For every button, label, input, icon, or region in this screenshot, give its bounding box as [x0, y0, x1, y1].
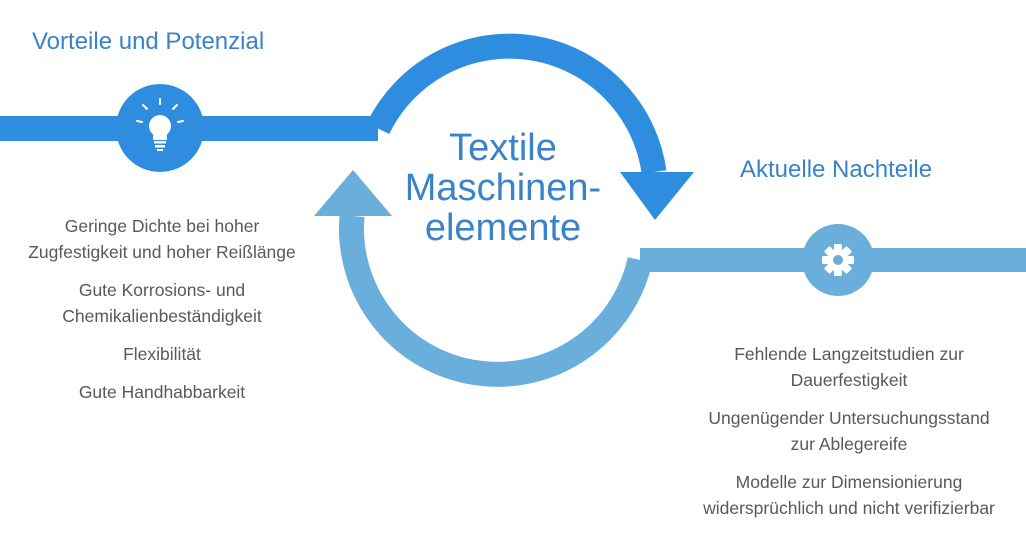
advantages-badge — [116, 84, 204, 172]
center-title-line: Textile — [449, 127, 557, 169]
list-item: Ungenügender Untersuchungsstand zur Able… — [680, 405, 1018, 457]
center-title-line: elemente — [424, 207, 582, 249]
upper-cycle-arc — [366, 33, 667, 174]
list-item: Gute Handhabbarkeit — [0, 379, 324, 405]
list-item-line: zur Ablegereife — [790, 434, 908, 454]
disadvantages-badge — [802, 224, 874, 296]
list-item-line: Dauerfestigkeit — [790, 370, 908, 390]
list-item: Gute Korrosions- und Chemikalienbeständi… — [0, 277, 324, 329]
advantages-list: Geringe Dichte bei hoher Zugfestigkeit u… — [0, 213, 324, 417]
upper-arrowhead — [620, 172, 694, 220]
list-item-line: Gute Handhabbarkeit — [78, 382, 246, 402]
list-item-line: widersprüchlich und nicht verifizierbar — [703, 498, 995, 518]
center-title-line: Maschinen- — [404, 167, 602, 209]
list-item: Geringe Dichte bei hoher Zugfestigkeit u… — [0, 213, 324, 265]
list-item-line: Modelle zur Dimensionierung — [735, 472, 963, 492]
list-item: Modelle zur Dimensionierung widersprüchl… — [680, 469, 1018, 521]
disadvantages-list: Fehlende Langzeitstudien zur Dauerfestig… — [680, 341, 1018, 533]
list-item-line: Fehlende Langzeitstudien zur — [734, 344, 964, 364]
advantages-heading: Vorteile und Potenzial — [32, 28, 265, 55]
list-item-line: Gute Korrosions- und — [78, 280, 246, 300]
list-item: Fehlende Langzeitstudien zur Dauerfestig… — [680, 341, 1018, 393]
list-item-line: Chemikalienbeständigkeit — [62, 306, 262, 326]
disadvantages-heading: Aktuelle Nachteile — [740, 156, 933, 183]
center-title: Textile Maschinen- elemente — [383, 128, 623, 248]
list-item-line: Geringe Dichte bei hoher — [64, 216, 260, 236]
gear-icon — [822, 244, 854, 276]
list-item-line: Flexibilität — [123, 344, 201, 364]
lower-cycle-arc — [339, 214, 653, 387]
list-item: Flexibilität — [0, 341, 324, 367]
list-item-line: Zugfestigkeit und hoher Reißlänge — [28, 242, 296, 262]
lightbulb-icon — [136, 98, 184, 123]
lower-arrowhead — [314, 170, 392, 216]
list-item-line: Ungenügender Untersuchungsstand — [708, 408, 990, 428]
